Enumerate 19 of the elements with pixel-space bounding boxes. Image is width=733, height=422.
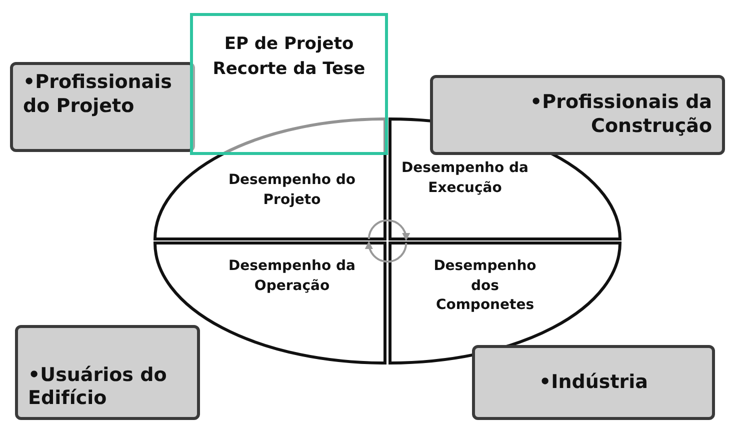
- stakeholder-box: [15, 325, 200, 420]
- cycle-arrow: [368, 219, 410, 241]
- quadrant-shape: [390, 243, 620, 363]
- quadrant-label: Desempenho da Execução: [400, 159, 530, 198]
- frame-label: EP de Projeto Recorte da Tese: [212, 34, 366, 79]
- highlight-frame: [190, 13, 388, 155]
- stakeholder-label: •Indústria: [539, 370, 648, 394]
- quadrant-label: Desempenho dos Componetes: [432, 257, 538, 316]
- stakeholder-label: •Profissionais do Projeto: [23, 71, 173, 118]
- quadrant-shape: [155, 119, 385, 239]
- stakeholder-box: [472, 345, 715, 420]
- quadrant-label: Desempenho da Operação: [228, 257, 356, 296]
- quadrant-shape: [155, 243, 385, 363]
- quadrant-label: Desempenho do Projeto: [227, 171, 357, 210]
- stakeholder-label: •Profissionais da Construção: [529, 91, 712, 139]
- stakeholder-label: •Usuários do Edifício: [28, 364, 168, 411]
- cycle-arrow: [365, 241, 408, 263]
- stakeholder-box: [10, 62, 195, 152]
- stakeholder-box: [430, 75, 725, 155]
